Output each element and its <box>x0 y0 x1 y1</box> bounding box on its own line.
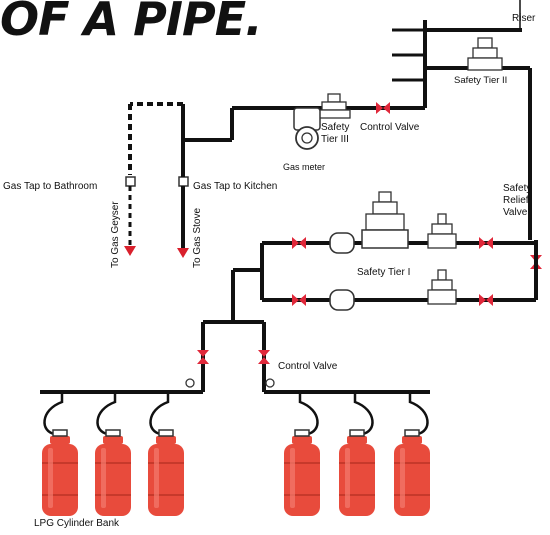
gas-meter-icon <box>293 107 321 150</box>
safety-relief-label-line3: Valve <box>503 207 528 218</box>
to-gas-stove-label: To Gas Stove <box>192 208 203 268</box>
safety-tier-3-label-line1: Safety <box>321 122 349 133</box>
gas-tap-bathroom-icon <box>124 176 136 256</box>
lpg-cylinder <box>147 429 185 517</box>
upper-control-valve-icon <box>376 102 390 114</box>
tier1-filter-top-icon <box>329 232 355 254</box>
manifold-pipe <box>40 320 430 394</box>
safety-relief-label-line2: Relief <box>503 195 529 206</box>
lpg-cylinder <box>338 429 376 517</box>
pressure-gauge-right-icon <box>265 378 275 388</box>
safety-relief-label-line1: Safety <box>503 183 531 194</box>
lpg-cylinder <box>283 429 321 517</box>
riser <box>392 0 532 108</box>
gas-tap-bathroom-label: Gas Tap to Bathroom <box>3 181 97 192</box>
lpg-cylinder-bank-label: LPG Cylinder Bank <box>34 518 120 529</box>
tier1-regulator-small-bottom-icon <box>427 269 457 305</box>
tier1-valve-top-right-icon <box>479 237 493 249</box>
safety-tier-2-label: Safety Tier II <box>454 75 507 86</box>
gas-meter-label: Gas meter <box>283 162 325 172</box>
safety-tier-3-regulator-icon <box>317 93 351 119</box>
tier1-regulator-main-icon <box>361 191 409 249</box>
safety-tier-2-regulator-icon <box>467 37 503 71</box>
lpg-cylinder <box>94 429 132 517</box>
lpg-cylinder <box>41 429 79 517</box>
pressure-gauge-left-icon <box>185 378 195 388</box>
lpg-cylinder <box>393 429 431 517</box>
right-control-valve-icon <box>258 350 270 364</box>
pigtails <box>43 392 429 436</box>
gas-tap-kitchen-label: Gas Tap to Kitchen <box>193 181 277 192</box>
tier1-regulator-small-top-icon <box>427 213 457 249</box>
tier1-valve-top-left-icon <box>292 237 306 249</box>
tier1-valve-bottom-left-icon <box>292 294 306 306</box>
tier1-filter-bottom-icon <box>329 289 355 311</box>
lower-control-valve-label: Control Valve <box>278 361 338 372</box>
upper-control-valve-label: Control Valve <box>360 122 420 133</box>
gas-tap-kitchen-icon <box>177 140 189 258</box>
safety-relief-pipe <box>528 108 542 300</box>
safety-tier-3-label-line2: Tier III <box>321 134 349 145</box>
tier1-valve-bottom-right-icon <box>479 294 493 306</box>
safety-tier-1-loop <box>231 241 536 322</box>
to-gas-geyser-label: To Gas Geyser <box>110 201 121 268</box>
diagram-title: OF A PIPE. <box>0 0 263 46</box>
left-control-valve-icon <box>197 350 209 364</box>
safety-tier-1-label: Safety Tier I <box>357 267 410 278</box>
riser-label: Riser <box>512 13 536 24</box>
